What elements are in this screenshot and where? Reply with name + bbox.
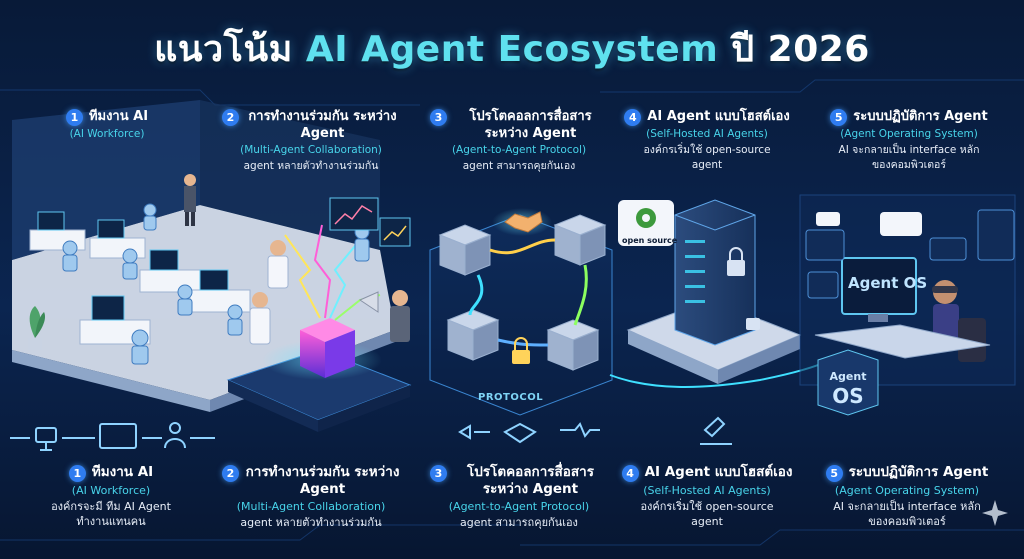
card-description: AI จะกลายเป็น interface หลักของคอมพิวเตอ…	[833, 500, 981, 528]
protocol-label: PROTOCOL	[478, 392, 544, 403]
card-subtitle: (Agent-to-Agent Protocol)	[451, 144, 587, 156]
step-number-badge: 4	[621, 465, 639, 482]
card-description: agent หลายตัวทำงานร่วมกัน	[240, 516, 382, 529]
card-title: ทีมงาน AI	[88, 109, 149, 124]
card-description: agent หลายตัวทำงานร่วมกัน	[243, 160, 379, 172]
step-number-badge: 2	[222, 465, 239, 482]
card-subtitle: (AI Workforce)	[69, 128, 145, 140]
card-description: agent สามารถคุยกันเอง	[460, 516, 578, 529]
card-subtitle: (AI Workforce)	[71, 484, 151, 497]
card-subtitle: (Multi-Agent Collaboration)	[240, 144, 382, 156]
title-highlight: AI Agent Ecosystem	[305, 29, 719, 70]
top-card-2: 2 การทำงานร่วมกัน ระหว่าง Agent (Multi-Ag…	[222, 108, 400, 174]
card-title: AI Agent แบบโฮสต์เอง	[644, 464, 793, 480]
card-subtitle: (Agent Operating System)	[840, 128, 978, 140]
card-description: องค์กรเริ่มใช้ open-source agent	[640, 500, 774, 528]
step-number-badge: 4	[624, 109, 642, 126]
card-title: ระบบปฏิบัติการ Agent	[848, 464, 989, 480]
bottom-card-4: 4 AI Agent แบบโฮสต์เอง (Self-Hosted AI Ag…	[618, 464, 796, 529]
card-subtitle: (Self-Hosted AI Agents)	[646, 128, 768, 140]
card-description: agent สามารถคุยกันเอง	[462, 160, 576, 172]
top-card-5: 5 ระบบปฏิบัติการ Agent (Agent Operating S…	[820, 108, 998, 173]
top-card-3: 3 โปรโตคอลการสื่อสาร ระหว่าง Agent (Agent…	[430, 108, 608, 174]
open-source-logo-label: open source	[622, 236, 678, 245]
card-subtitle: (Self-Hosted AI Agents)	[643, 484, 771, 497]
top-card-1: 1 ทีมงาน AI (AI Workforce)	[18, 108, 196, 143]
bottom-card-3: 3 โปรโตคอลการสื่อสาร ระหว่าง Agent (Agent…	[430, 464, 608, 530]
card-title: การทำงานร่วมกัน ระหว่าง Agent	[245, 464, 400, 497]
card-title: ทีมงาน AI	[91, 464, 154, 480]
agent-os-screen-label: Agent OS	[848, 274, 928, 292]
card-title: โปรโตคอลการสื่อสาร ระหว่าง Agent	[469, 109, 592, 141]
step-number-badge: 5	[830, 109, 848, 126]
card-description: AI จะกลายเป็น interface หลักของคอมพิวเตอ…	[838, 144, 980, 171]
agent-os-tower-label-bottom: OS	[832, 384, 864, 408]
step-number-badge: 5	[825, 465, 843, 482]
card-title: AI Agent แบบโฮสต์เอง	[647, 109, 790, 124]
card-subtitle: (Agent-to-Agent Protocol)	[448, 500, 590, 513]
card-title: โปรโตคอลการสื่อสาร ระหว่าง Agent	[467, 464, 594, 497]
bottom-card-5: 5 ระบบปฏิบัติการ Agent (Agent Operating S…	[818, 464, 996, 529]
title-year: ปี 2026	[731, 29, 870, 70]
step-number-badge: 3	[430, 109, 447, 126]
step-number-badge: 1	[65, 109, 83, 126]
bottom-card-2: 2 การทำงานร่วมกัน ระหว่าง Agent (Multi-Ag…	[222, 464, 400, 530]
card-description: องค์กรจะมี ทีม AI Agent ทำงานแทนคน	[51, 500, 171, 528]
step-number-badge: 3	[430, 465, 447, 482]
card-description: องค์กรเริ่มใช้ open-source agent	[643, 144, 771, 171]
step-number-badge: 1	[68, 465, 86, 482]
step-number-badge: 2	[222, 109, 239, 126]
card-title: ระบบปฏิบัติการ Agent	[853, 109, 988, 124]
top-card-4: 4 AI Agent แบบโฮสต์เอง (Self-Hosted AI Ag…	[618, 108, 796, 173]
bottom-card-1: 1 ทีมงาน AI (AI Workforce) องค์กรจะมี ทีม…	[22, 464, 200, 529]
card-subtitle: (Multi-Agent Collaboration)	[236, 500, 386, 513]
title-prefix: แนวโน้ม	[154, 29, 293, 70]
agent-os-tower-label-top: Agent	[829, 370, 867, 383]
card-title: การทำงานร่วมกัน ระหว่าง Agent	[248, 109, 397, 141]
page-title: แนวโน้ม AI Agent Ecosystem ปี 2026	[0, 20, 1024, 77]
card-subtitle: (Agent Operating System)	[834, 484, 980, 497]
